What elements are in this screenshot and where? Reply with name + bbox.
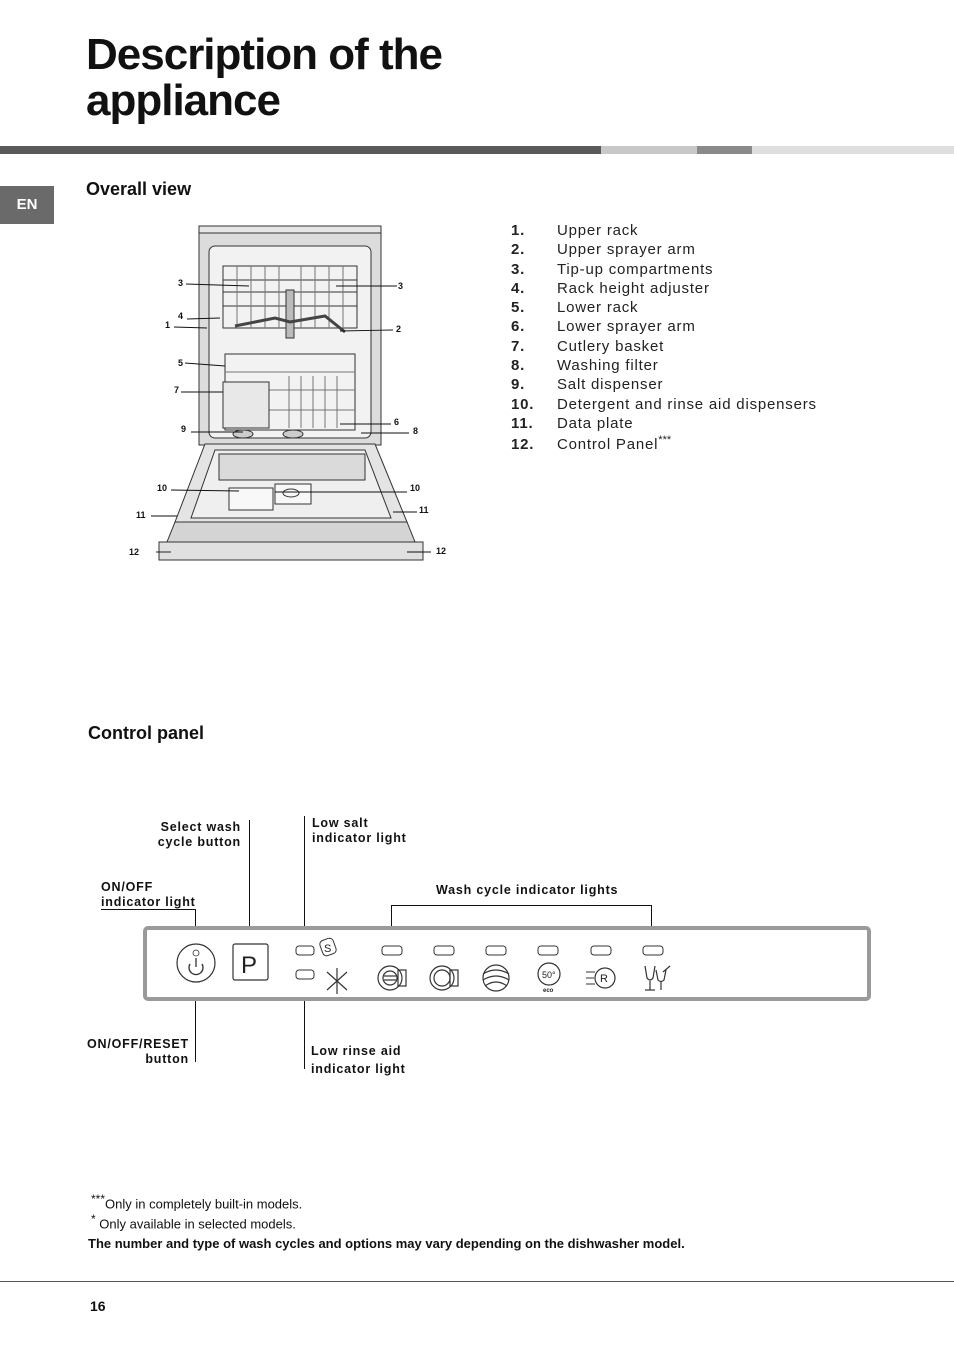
list-item: 6.Lower sprayer arm: [511, 318, 696, 336]
quick-wash-icon: [482, 964, 510, 992]
list-item: 11.Data plate: [511, 414, 634, 432]
header-bar-pale: [752, 146, 954, 154]
callout-7: 7: [174, 385, 179, 395]
salt-icon: S: [319, 937, 337, 957]
control-panel-heading: Control panel: [88, 723, 204, 743]
low-salt-indicator-light: [295, 945, 315, 956]
select-wash-label: Select wash cycle button: [157, 820, 241, 849]
list-item: 7.Cutlery basket: [511, 337, 665, 355]
select-wash-cycle-button[interactable]: P: [232, 943, 269, 981]
dishwasher-illustration: 3 3 4 1 2 5 7 6 8 9 10 10 11 11 12 12: [129, 225, 446, 561]
normal-cycle-icon: [429, 965, 459, 991]
callout-12-right: 12: [436, 546, 446, 556]
page-number: 16: [90, 1298, 106, 1314]
callout-9: 9: [181, 424, 186, 434]
callout-1: 1: [165, 320, 170, 330]
list-item: 5.Lower rack: [511, 299, 639, 317]
wash-cycle-light-4: [537, 945, 559, 956]
callout-11-right: 11: [419, 505, 429, 515]
onoff-reset-button[interactable]: [176, 943, 216, 983]
svg-text:R: R: [600, 973, 608, 985]
glass-cycle-icon: [644, 965, 671, 991]
callout-12-left: 12: [129, 547, 139, 557]
list-item: 10.Detergent and rinse aid dispensers: [511, 395, 817, 413]
low-rinse-aid-indicator-light: [295, 969, 315, 980]
callout-6: 6: [394, 417, 399, 427]
header-bar-light: [601, 146, 697, 154]
control-panel-illustration: P S 50° eco R: [143, 926, 871, 1001]
overall-view-heading: Overall view: [86, 179, 192, 199]
callout-4: 4: [178, 311, 183, 321]
callout-8: 8: [413, 426, 418, 436]
low-rinse-label: Low rinse aid indicator light: [311, 1044, 406, 1076]
onoff-indicator-light: [192, 949, 200, 957]
onoff-reset-label: ON/OFF/RESET button: [87, 1037, 189, 1066]
list-item: 2.Upper sprayer arm: [511, 241, 696, 259]
onoff-indicator-label: ON/OFF indicator light: [101, 880, 196, 909]
callout-10-left: 10: [157, 483, 167, 493]
footnote-built-in: ***Only in completely built-in models.: [91, 1192, 303, 1212]
low-salt-label: Low salt indicator light: [312, 816, 407, 845]
callout-3-left: 3: [178, 278, 183, 288]
footnote-variation: The number and type of wash cycles and o…: [88, 1236, 685, 1251]
page-title: Description of the appliance: [86, 30, 443, 125]
callout-3-right: 3: [398, 281, 403, 291]
list-item: 8.Washing filter: [511, 357, 659, 375]
svg-text:S: S: [324, 943, 331, 955]
list-item: 12.Control Panel***: [511, 434, 672, 454]
power-icon: [188, 963, 204, 976]
list-item: 4.Rack height adjuster: [511, 279, 710, 297]
svg-text:eco: eco: [543, 988, 554, 994]
list-item: 3.Tip-up compartments: [511, 260, 714, 278]
callout-11-left: 11: [136, 510, 146, 520]
wash-cycle-lights-label: Wash cycle indicator lights: [436, 883, 619, 897]
footnote-selected: * Only available in selected models.: [91, 1212, 296, 1232]
rinse-aid-icon: [326, 968, 348, 994]
list-item: 1.Upper rack: [511, 222, 639, 239]
intensive-cycle-icon: [377, 965, 407, 991]
wash-cycle-light-2: [433, 945, 455, 956]
parts-list: 1.Upper rack 2.Upper sprayer arm 3.Tip-u…: [511, 222, 817, 454]
header-bar-mid: [697, 146, 752, 154]
svg-text:P: P: [241, 952, 257, 979]
wash-cycle-light-3: [485, 945, 507, 956]
list-item: 9.Salt dispenser: [511, 376, 664, 394]
rinse-hold-icon: R: [586, 967, 616, 989]
wash-cycle-light-6: [642, 945, 664, 956]
header-bar-dark: [0, 146, 601, 154]
callout-2: 2: [396, 324, 401, 334]
svg-text:50°: 50°: [542, 970, 556, 980]
language-tab: EN: [0, 186, 54, 224]
wash-cycle-light-1: [381, 945, 403, 956]
bottom-rule: [0, 1281, 954, 1282]
callout-10-right: 10: [410, 483, 420, 493]
callout-5: 5: [178, 358, 183, 368]
eco-cycle-icon: 50° eco: [537, 962, 561, 994]
wash-cycle-light-5: [590, 945, 612, 956]
